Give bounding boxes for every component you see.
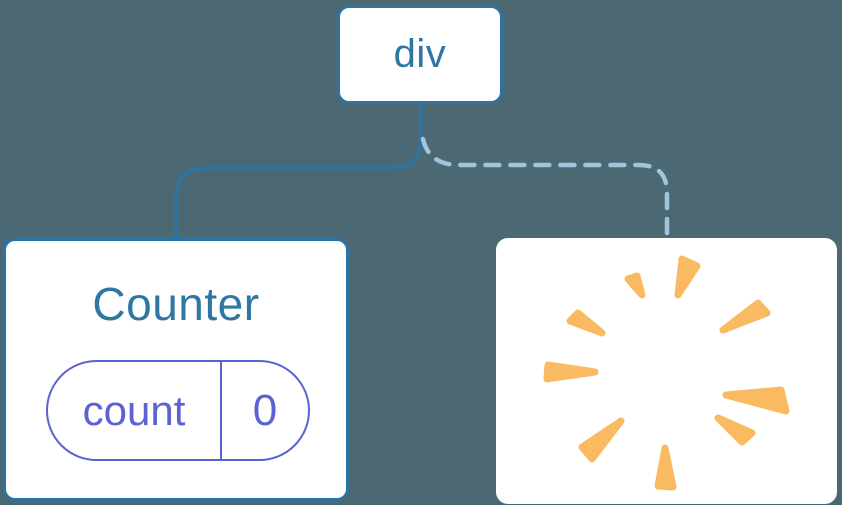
poof-spark xyxy=(624,272,646,299)
state-pill: count 0 xyxy=(46,360,310,461)
dashed-connector-to-removed xyxy=(420,136,670,241)
removed-node xyxy=(496,238,837,504)
poof-spark xyxy=(578,417,625,463)
poof-spark xyxy=(722,386,790,415)
poof-spark xyxy=(719,299,771,334)
poof-icon xyxy=(543,255,790,491)
counter-node: Counter count 0 xyxy=(3,238,349,501)
poof-spark xyxy=(566,309,606,337)
root-node-div: div xyxy=(337,5,503,104)
poof-spark xyxy=(674,255,701,299)
counter-node-title: Counter xyxy=(92,278,260,330)
poof-spark xyxy=(714,414,756,446)
state-key: count xyxy=(82,386,186,434)
solid-connector-to-counter xyxy=(174,102,423,238)
state-value: 0 xyxy=(220,362,308,459)
poof-spark xyxy=(654,444,677,491)
root-node-label: div xyxy=(393,32,447,76)
poof-spark xyxy=(543,361,599,383)
